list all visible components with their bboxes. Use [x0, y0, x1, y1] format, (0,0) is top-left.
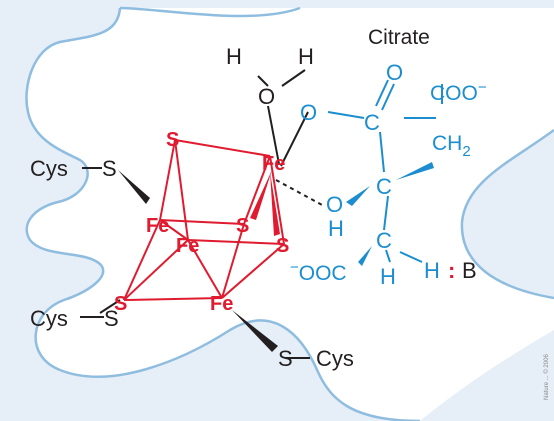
citrate-ch2: CH2	[432, 132, 471, 160]
wedge-cys3	[232, 310, 278, 352]
base-label: B	[462, 258, 477, 283]
base-lone-pair: :	[448, 258, 455, 283]
citrate-coo-top: COO−	[430, 79, 487, 105]
citrate-o-carbonyl: O	[386, 60, 403, 85]
citrate-c-carbonyl: C	[364, 110, 380, 135]
s-atom-top: S	[166, 129, 179, 151]
citrate-c-central: C	[376, 174, 392, 199]
water-oxygen: O	[258, 84, 275, 109]
pocket-cavity	[26, 8, 554, 421]
citrate-h-acceptor: H	[424, 258, 440, 283]
cys-label-3: Cys	[316, 346, 354, 371]
wedge-cys1	[118, 170, 150, 204]
citrate-oh-oxygen: O	[326, 192, 343, 217]
fe-s-cluster-bonds	[123, 139, 285, 301]
citrate-c-lower-h: H	[380, 264, 396, 289]
citrate-c-lower: C	[376, 228, 392, 253]
cys-label-2: Cys	[30, 306, 68, 331]
citrate-coo-left: −OOC	[290, 259, 347, 285]
cys-sulfur-1: S	[102, 156, 117, 181]
pocket-outline-right	[460, 128, 554, 300]
fe-atom-middle: Fe	[176, 235, 199, 257]
fe-atom-left: Fe	[146, 215, 169, 237]
cys-label-1: Cys	[30, 156, 68, 181]
ligand-bonds	[80, 69, 325, 359]
wedge-citrate-coo	[358, 246, 372, 266]
citrate-o-link: O	[300, 100, 317, 125]
wedge-citrate-oh	[346, 186, 370, 206]
s-atom-bottom: S	[114, 293, 127, 315]
water-h-right: H	[298, 44, 314, 69]
caption-citrate: Citrate	[368, 26, 430, 49]
copyright-credit: Nature ... © 2006	[543, 354, 550, 400]
citrate-oh-hydrogen: H	[328, 216, 344, 241]
pocket-outline-top	[119, 6, 301, 18]
wedge-citrate-ch2	[396, 162, 434, 180]
fe-atom-bottom: Fe	[210, 293, 233, 315]
cys-sulfur-3: S	[278, 346, 293, 371]
water-h-left: H	[226, 44, 242, 69]
fe-atom-top: Fe	[262, 153, 285, 175]
wedge-fe-s-top	[250, 170, 272, 220]
pocket-outline	[25, 7, 421, 421]
wedge-fe-s-right	[270, 172, 280, 236]
citrate-bonds	[327, 79, 443, 263]
cys-sulfur-2: S	[104, 306, 119, 331]
s-atom-middle: S	[236, 215, 249, 237]
s-atom-right: S	[276, 235, 289, 257]
